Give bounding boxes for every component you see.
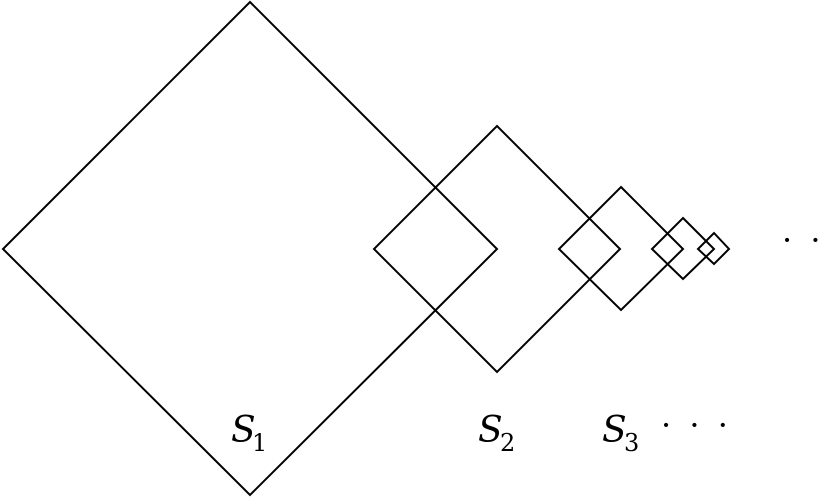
square-2 [372,124,622,374]
square-3 [557,185,685,312]
ellipsis-right: · · · [782,221,837,259]
square-1 [1,0,499,497]
label-s2: S 2 [478,410,515,457]
square-4 [650,216,716,281]
label-s3: S 3 [602,410,639,457]
label-s3-letter: S [602,410,627,451]
ellipsis-labels: · · · [661,406,732,444]
label-s1-subscript: 1 [252,429,267,457]
label-s1: S 1 [231,410,267,457]
label-s1-letter: S [231,410,256,451]
label-s2-letter: S [478,410,503,451]
square-5 [696,231,731,266]
label-s2-subscript: 2 [500,429,515,457]
label-s3-subscript: 3 [624,429,639,457]
